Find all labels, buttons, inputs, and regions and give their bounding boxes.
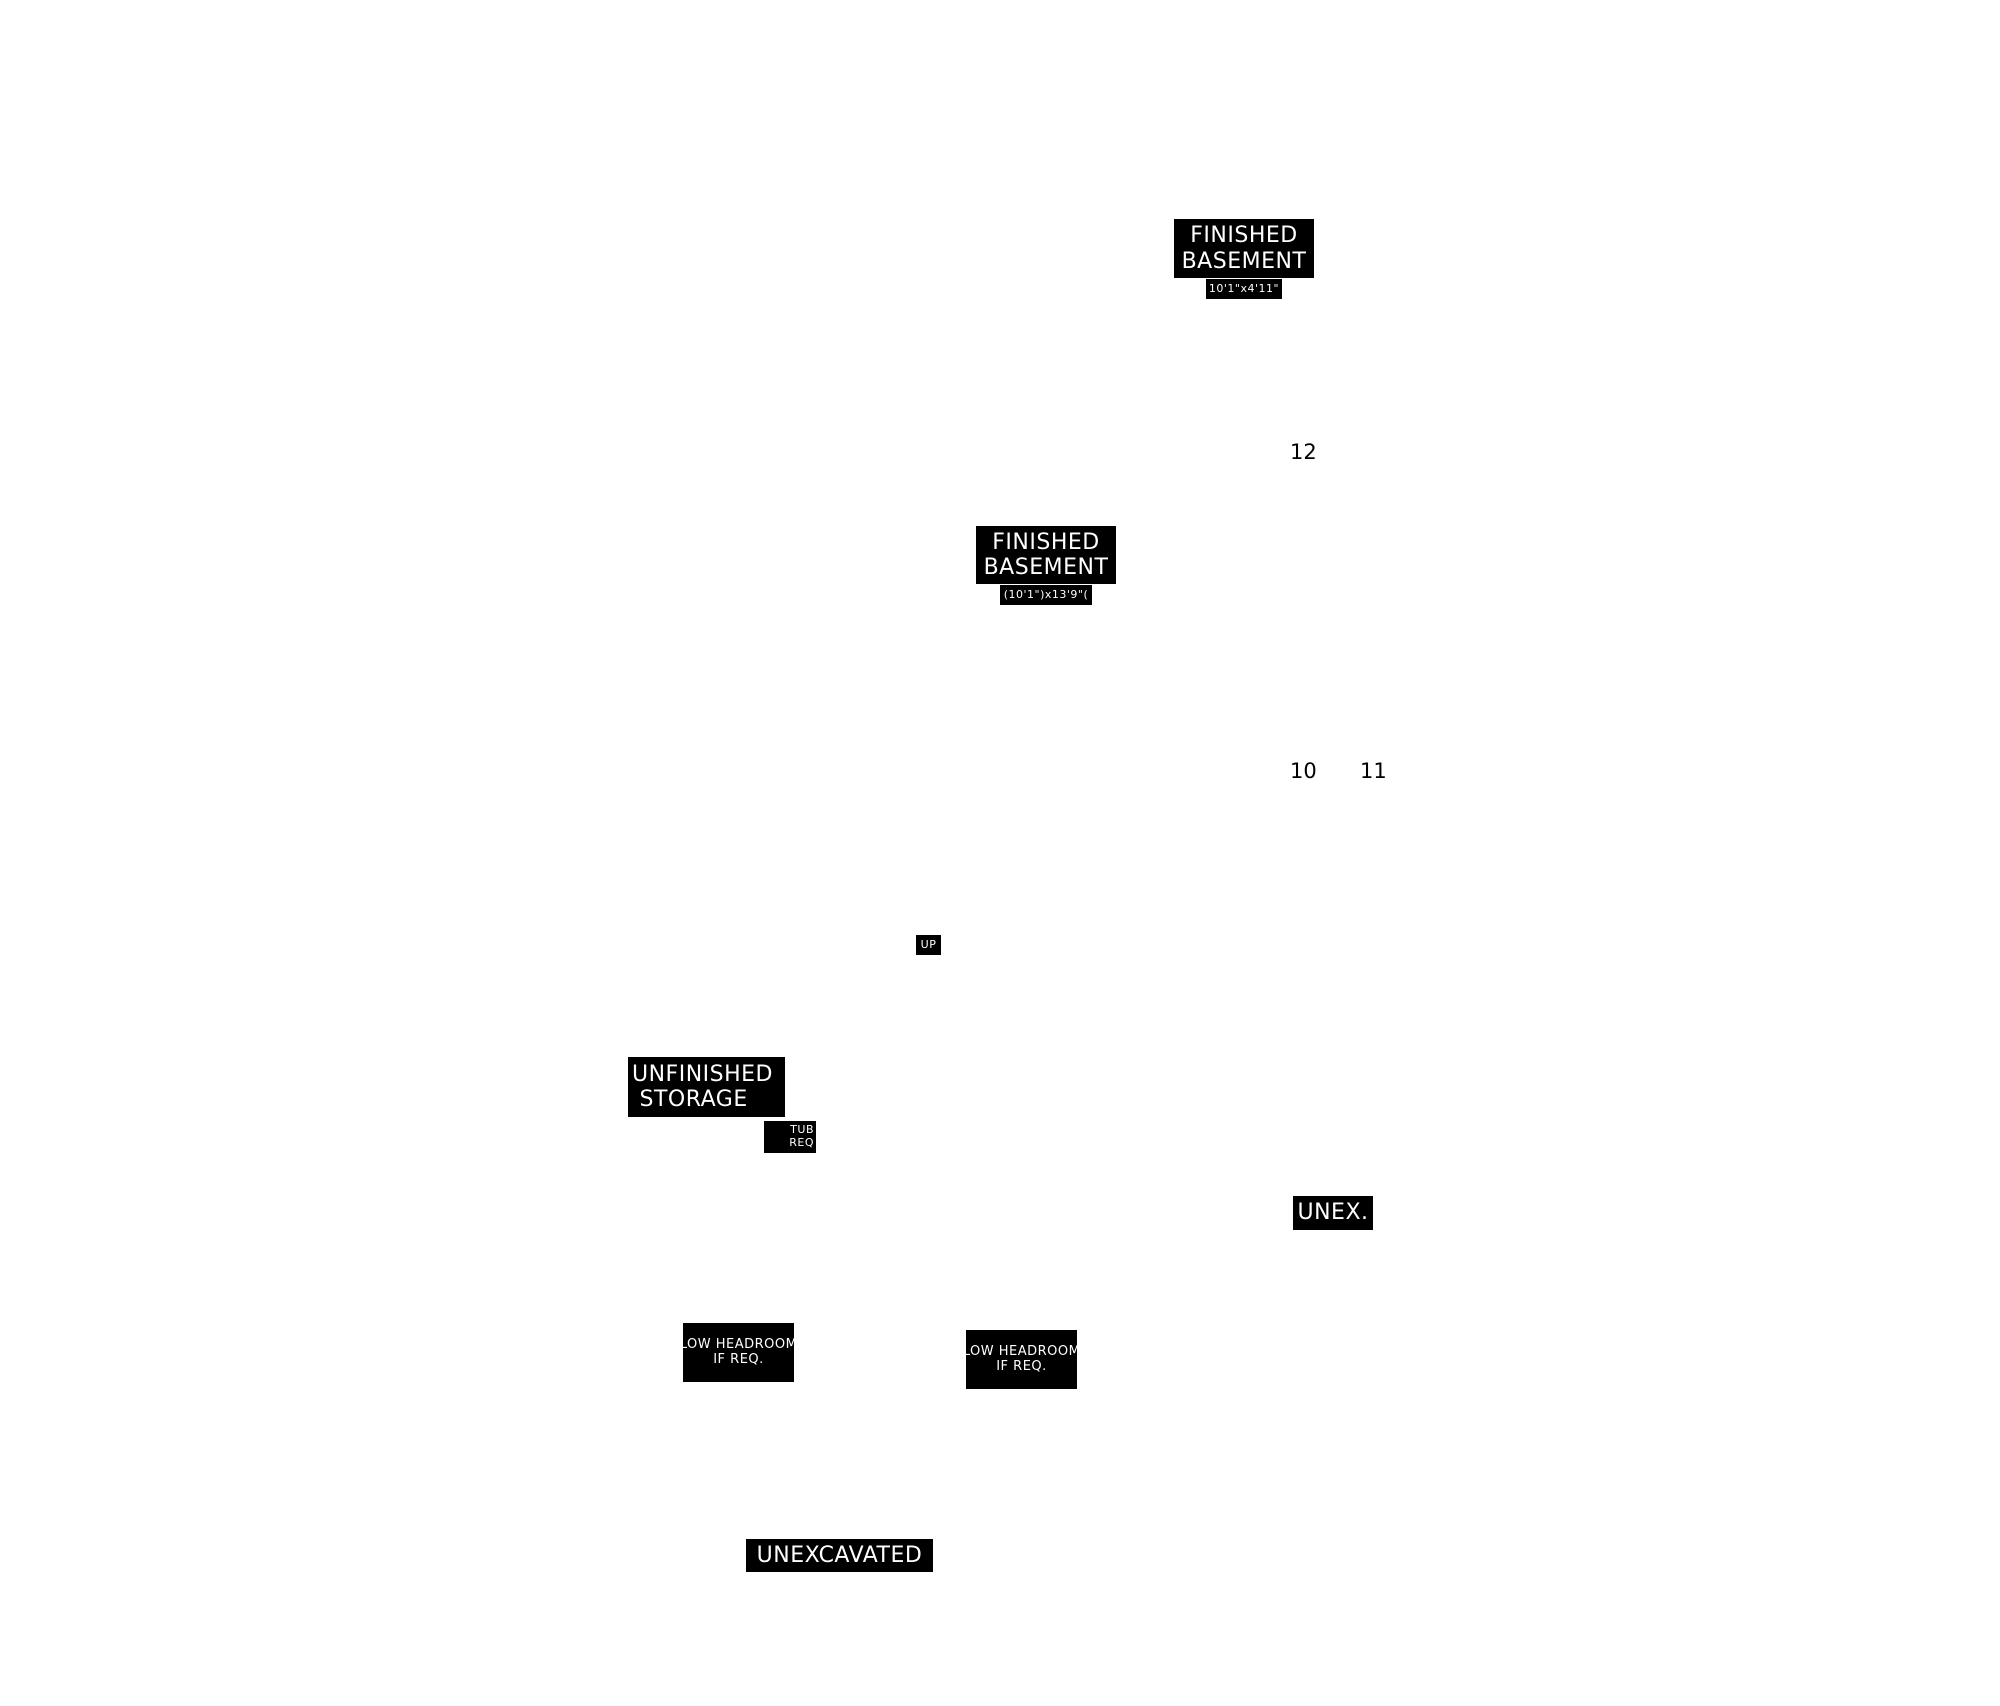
finished-basement-2-line1: FINISHED [992,529,1100,555]
unfinished-storage-line1: UNFINISHED [632,1061,773,1087]
unex-label: UNEX. [1293,1196,1373,1230]
unexcavated-text: UNEXCAVATED [756,1542,923,1568]
room-number-10: 10 [1290,759,1317,783]
finished-basement-1-line1: FINISHED [1190,223,1298,249]
stairs-up-label: UP [916,935,941,955]
finished-basement-2-line2: BASEMENT [983,555,1109,580]
room-number-11: 11 [1360,759,1387,783]
finished-basement-label-1: FINISHED BASEMENT [1174,219,1314,278]
low-headroom-2-line1: LOW HEADROOM [966,1343,1077,1359]
room-number-12: 12 [1290,440,1317,464]
low-headroom-label-2: LOW HEADROOM IF REQ. [966,1330,1077,1389]
stairs-up-text: UP [920,937,937,951]
finished-basement-1-dimensions: 10'1"x4'11" [1206,279,1282,299]
unfinished-storage-label: UNFINISHED STORAGE [628,1057,785,1117]
tub-req-label: TUB REQ [764,1121,816,1153]
finished-basement-1-line2: BASEMENT [1181,248,1307,274]
low-headroom-1-line2: IF REQ. [713,1351,764,1367]
finished-basement-label-2: FINISHED BASEMENT [976,526,1116,584]
unfinished-storage-line2: STORAGE [632,1087,748,1112]
unexcavated-label: UNEXCAVATED [746,1539,933,1572]
tub-req-line1: TUB [790,1123,814,1137]
unex-text: UNEX. [1297,1200,1369,1226]
finished-basement-1-dimensions-text: 10'1"x4'11" [1208,281,1280,295]
low-headroom-1-line1: LOW HEADROOM [683,1336,794,1352]
finished-basement-2-dimensions-text: (10'1")x13'9"( [1003,587,1089,601]
tub-req-line2: REQ [789,1136,814,1149]
low-headroom-2-line2: IF REQ. [996,1358,1047,1374]
finished-basement-2-dimensions: (10'1")x13'9"( [1000,585,1092,605]
low-headroom-label-1: LOW HEADROOM IF REQ. [683,1323,794,1382]
